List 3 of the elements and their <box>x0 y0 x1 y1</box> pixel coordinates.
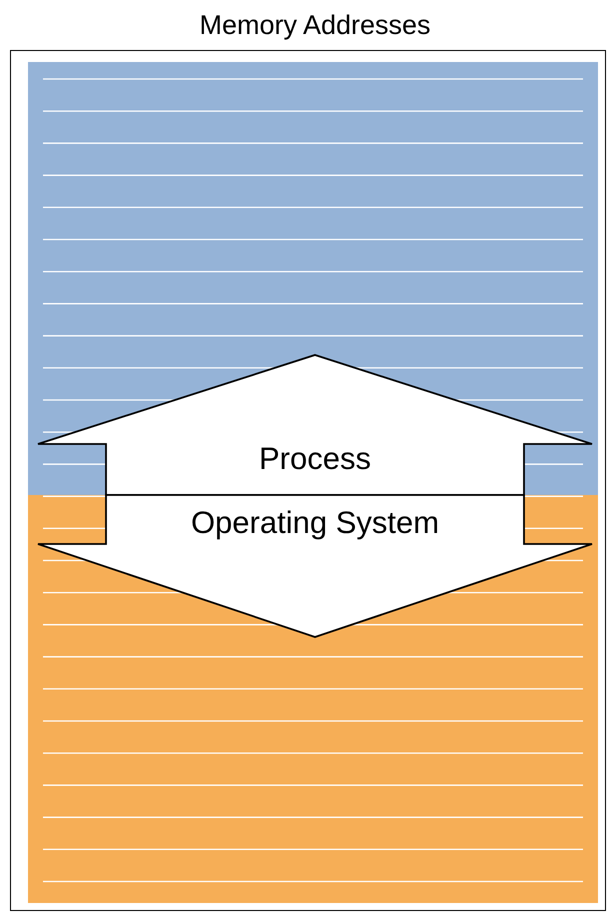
region-label: Process <box>258 441 372 477</box>
region-label: Operating System <box>190 505 440 541</box>
diagram-title: Memory Addresses <box>198 10 432 41</box>
